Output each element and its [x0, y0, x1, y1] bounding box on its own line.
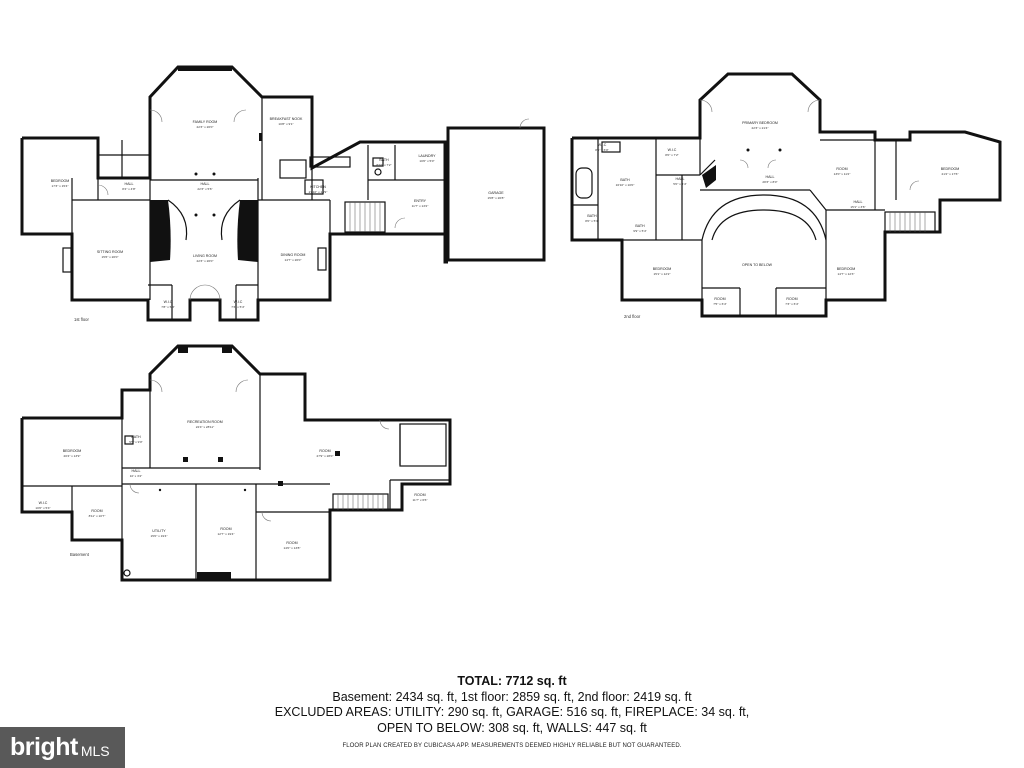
area-summary: TOTAL: 7712 sq. ft Basement: 2434 sq. ft… [262, 674, 762, 736]
room-dim: 10' x 3'4" [130, 474, 142, 478]
room-dim: 27'10" x 18'9" [309, 190, 328, 194]
room-dim: 22'3" x 20'0" [197, 125, 214, 129]
room-name: OPEN TO BELOW [742, 263, 773, 267]
room-dim: 15'1" x 12'2" [654, 272, 671, 276]
room-dim: 22'3" x 21'4" [752, 126, 769, 130]
room-name: HALL [132, 469, 141, 473]
room-dim: 7'5" x 6'4" [713, 302, 727, 306]
room-dim: 22'3" x 5'6" [197, 187, 212, 191]
room-dim: 10'8" x 9'1" [278, 122, 293, 126]
floor-label-first: 1st floor [74, 317, 90, 322]
room-name: RECREATION ROOM [187, 420, 222, 424]
room-name: ROOM [286, 541, 297, 545]
floor-label-basement: Basement [70, 552, 90, 557]
excluded-areas-cont: OPEN TO BELOW: 308 sq. ft, WALLS: 447 sq… [377, 720, 647, 735]
excluded-areas: EXCLUDED AREAS: UTILITY: 290 sq. ft, GAR… [274, 705, 750, 719]
first-floor-plan: BEDROOM 17'3" x 15'4" FAMILY ROOM 22'3" … [20, 65, 546, 322]
room-name: PRIMARY BEDROOM [742, 121, 778, 125]
room-dim: 14'7" x 20'0" [285, 258, 302, 262]
room-name: LIVING ROOM [193, 254, 217, 258]
room-name: W.I.C [39, 501, 48, 505]
room-name: BEDROOM [941, 167, 960, 171]
room-dim: 17'3" x 15'4" [52, 184, 69, 188]
room-dim: 14'7" x 12'3" [838, 272, 855, 276]
room-dim: 15'0" x 19'4" [151, 534, 168, 538]
room-name: BEDROOM [653, 267, 672, 271]
second-floor-plan: PRIMARY BEDROOM 22'3" x 21'4" W.I.C 8'5"… [570, 72, 1002, 319]
total-area: TOTAL: 7712 sq. ft [457, 674, 567, 688]
room-dim: 7'3" x 6'4" [785, 302, 799, 306]
room-name: BEDROOM [51, 179, 70, 183]
room-dim: 8'0" x 7'2" [665, 153, 679, 157]
room-name: BATH [131, 435, 141, 439]
room-name: HALL [201, 182, 210, 186]
room-dim: 14'0" x 13'8" [284, 546, 301, 550]
room-dim: 8'0" x 5'3" [585, 219, 599, 223]
room-name: ENTRY [414, 199, 427, 203]
room-name: BEDROOM [63, 449, 82, 453]
room-dim: 27'9" x 28'0" [317, 454, 334, 458]
basement-plan: BEDROOM 20'4" x 13'9" RECREATION ROOM 22… [20, 344, 452, 582]
room-name: ROOM [319, 449, 330, 453]
room-name: W.I.C [668, 148, 677, 152]
room-dim: 7'3" x 5'4" [231, 305, 245, 309]
floor-areas: Basement: 2434 sq. ft, 1st floor: 2859 s… [332, 689, 692, 704]
room-dim: 22'4" x 28'11" [196, 425, 214, 429]
room-dim: 8'5" x 6'0" [595, 148, 609, 152]
logo-suffix: MLS [80, 742, 110, 759]
room-name: ROOM [414, 493, 425, 497]
room-dim: 15'6" x 20'0" [102, 255, 119, 259]
floor-label-second: 2nd floor [624, 314, 641, 319]
room-name: BATH [635, 224, 645, 228]
room-dim: 5'0" x 4'4" [673, 182, 687, 186]
room-name: W.I.C [164, 300, 173, 304]
room-dim: 16'10" x 10'0" [616, 183, 635, 187]
room-dim: 13'0" x 11'2" [834, 172, 851, 176]
room-dim: 22'3" x 20'0" [197, 259, 214, 263]
room-dim: 11'7" x 6'6" [412, 498, 427, 502]
room-name: HALL [125, 182, 134, 186]
room-name: ROOM [220, 527, 231, 531]
room-name: ROOM [836, 167, 847, 171]
room-name: HALL [766, 175, 775, 179]
room-name: BATH [379, 158, 389, 162]
room-name: W.I.C [234, 300, 243, 304]
room-name: ROOM [714, 297, 725, 301]
room-name: BREAKFAST NOOK [270, 117, 303, 121]
room-dim: 10'0" x 5'0" [419, 159, 434, 163]
room-dim: 8'10" x 7'2" [376, 163, 391, 167]
room-dim: 15'8" x 20'8" [488, 196, 505, 200]
room-name: ROOM [91, 509, 102, 513]
room-name: KITCHEN [310, 185, 326, 189]
bright-mls-logo: bright MLS [0, 727, 125, 768]
logo-brand: bright [10, 733, 78, 761]
room-name: BATH [587, 214, 597, 218]
room-name: SITTING ROOM [97, 250, 123, 254]
room-name: FAMILY ROOM [193, 120, 218, 124]
room-dim: 5'5" x 9'0" [129, 440, 143, 444]
room-dim: 21'2" x 17'6" [942, 172, 959, 176]
room-dim: 7'8" x 5'4" [161, 305, 175, 309]
room-name: DINING ROOM [281, 253, 306, 257]
room-dim: 9'9" x 5'4" [633, 229, 647, 233]
room-dim: 20'4" x 13'9" [64, 454, 81, 458]
room-name: W.I.C [598, 143, 607, 147]
room-name: LAUNDRY [418, 154, 436, 158]
room-dim: 10'0" x 5'4" [35, 506, 50, 510]
room-dim: 28'3" x 8'0" [762, 180, 777, 184]
room-name: GARAGE [488, 191, 504, 195]
room-dim: 15'1" x 3'6" [850, 205, 865, 209]
room-dim: 8'11" x 10'7" [89, 514, 106, 518]
room-name: ROOM [786, 297, 797, 301]
room-name: UTILITY [152, 529, 166, 533]
room-dim: 11'7" x 13'2" [412, 204, 429, 208]
room-name: HALL [676, 177, 685, 181]
disclaimer: FLOOR PLAN CREATED BY CUBICASA APP. MEAS… [342, 743, 682, 749]
room-name: BATH [620, 178, 630, 182]
room-name: BEDROOM [837, 267, 856, 271]
room-name: HALL [854, 200, 863, 204]
room-dim: 8'4" x 4'8" [122, 187, 136, 191]
room-dim: 12'7" x 19'4" [218, 532, 235, 536]
